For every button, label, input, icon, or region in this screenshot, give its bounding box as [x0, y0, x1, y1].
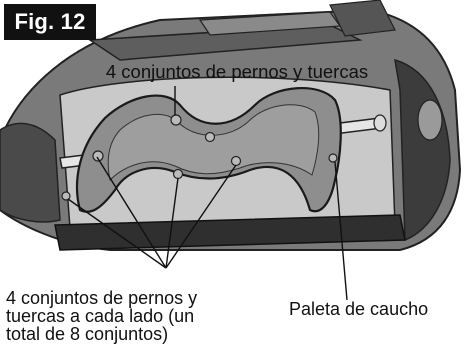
leader-lines	[67, 86, 348, 301]
leader-line-left-a	[96, 156, 167, 269]
callout-bottom-left-line-2: tuercas a cada lado (un	[6, 306, 195, 326]
leader-line-left-b	[67, 198, 167, 269]
callout-top-bolts-nuts: 4 conjuntos de pernos y tuercas	[105, 61, 369, 82]
callout-bottom-left: 4 conjuntos de pernos y tuercas a cada l…	[6, 289, 286, 343]
leader-line-left-c	[165, 177, 179, 269]
leader-line-right	[334, 161, 348, 301]
callout-bottom-left-line-1: 4 conjuntos de pernos y	[6, 288, 198, 308]
callout-rubber-paddle: Paleta de caucho	[289, 299, 429, 319]
rubber-paddle	[61, 87, 342, 213]
figure-label: Fig. 12	[4, 4, 96, 40]
leader-line-left-d	[165, 164, 237, 269]
callout-bottom-left-line-3: total de 8 conjuntos)	[6, 324, 169, 344]
